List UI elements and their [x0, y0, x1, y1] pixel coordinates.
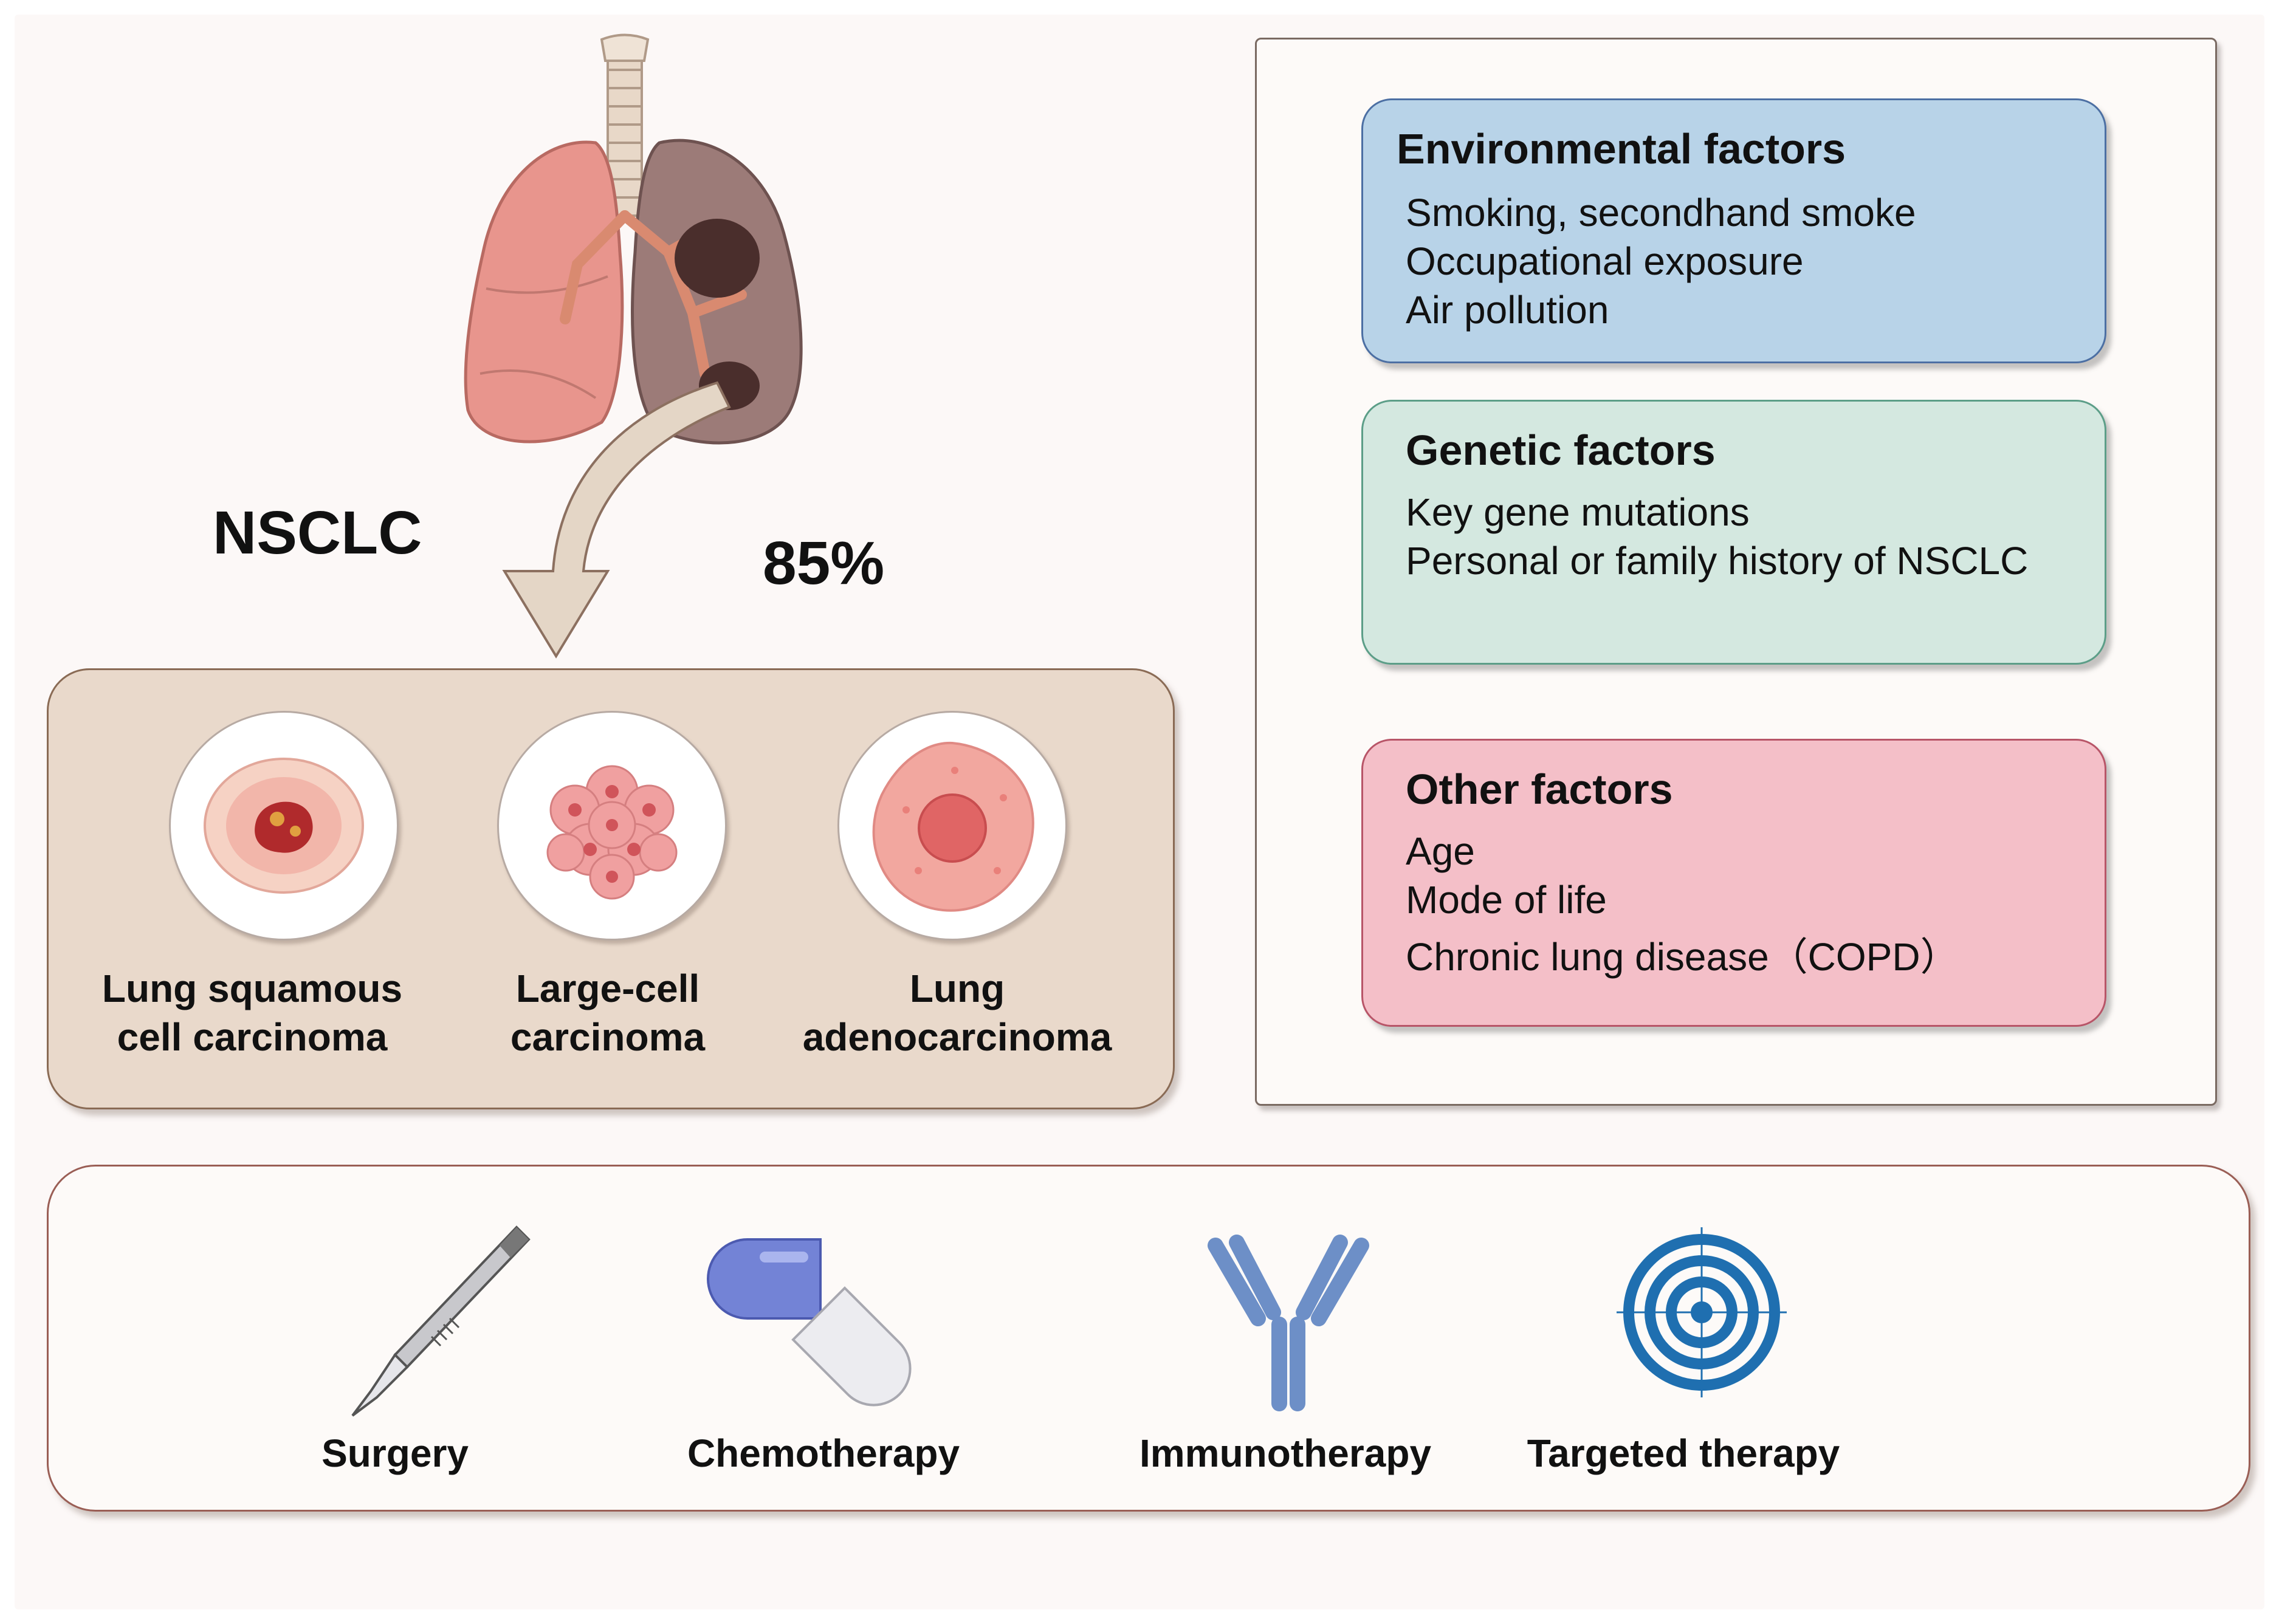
factor-item: Chronic lung disease（COPD）	[1406, 935, 1959, 979]
factor-item: Occupational exposure	[1406, 239, 1804, 283]
factor-item: Personal or family history of NSCLC	[1406, 539, 2029, 583]
scalpel-icon	[351, 1225, 531, 1417]
other-factors-box: Other factors Age Mode of life Chronic l…	[1361, 739, 2106, 1027]
nsclc-percent-label: 85%	[763, 529, 885, 597]
squamous-cell-circle	[169, 711, 399, 940]
treatment-label-surgery: Surgery	[321, 1431, 469, 1475]
treatment-label-immunotherapy: Immunotherapy	[1139, 1431, 1432, 1475]
factor-item: Key gene mutations	[1406, 490, 1750, 534]
subtype-label-line2: carcinoma	[510, 1015, 706, 1059]
subtype-label-large-cell: Large-cell carcinoma	[438, 964, 778, 1061]
genetic-factors-title: Genetic factors	[1406, 427, 1716, 474]
treatments-panel	[47, 1165, 2250, 1512]
subtype-label-line2: cell carcinoma	[117, 1015, 388, 1059]
lung-icon	[464, 33, 803, 445]
large-cell-circle	[497, 711, 727, 940]
factor-item: Smoking, secondhand smoke	[1406, 191, 1916, 235]
factor-item: Mode of life	[1406, 878, 1607, 922]
target-icon	[1617, 1227, 1787, 1397]
environmental-factors-title: Environmental factors	[1397, 125, 1846, 173]
adenocarcinoma-cell-icon	[872, 741, 1034, 912]
subtype-label-line1: Lung	[909, 967, 1005, 1010]
other-factors-title: Other factors	[1406, 766, 1673, 813]
squamous-cell-icon	[204, 758, 364, 894]
large-cell-icon	[546, 765, 678, 900]
antibody-icon	[1208, 1235, 1369, 1411]
treatment-label-chemotherapy: Chemotherapy	[687, 1431, 960, 1475]
adenocarcinoma-cell-circle	[837, 711, 1067, 940]
capsule-icon	[707, 1238, 912, 1406]
factor-item: Air pollution	[1406, 288, 1609, 332]
treatment-label-targeted-therapy: Targeted therapy	[1527, 1431, 1840, 1475]
subtype-label-squamous: Lung squamous cell carcinoma	[82, 964, 422, 1061]
subtype-label-adenocarcinoma: Lung adenocarcinoma	[787, 964, 1127, 1061]
environmental-factors-box: Environmental factors Smoking, secondhan…	[1361, 98, 2106, 363]
subtype-label-line1: Lung squamous	[101, 967, 403, 1010]
arrow-down-icon	[502, 381, 731, 659]
genetic-factors-box: Genetic factors Key gene mutations Perso…	[1361, 400, 2106, 665]
subtype-label-line1: Large-cell	[515, 967, 700, 1010]
factor-item: Age	[1406, 829, 1475, 873]
nsclc-label: NSCLC	[213, 499, 422, 567]
subtype-label-line2: adenocarcinoma	[802, 1015, 1112, 1059]
